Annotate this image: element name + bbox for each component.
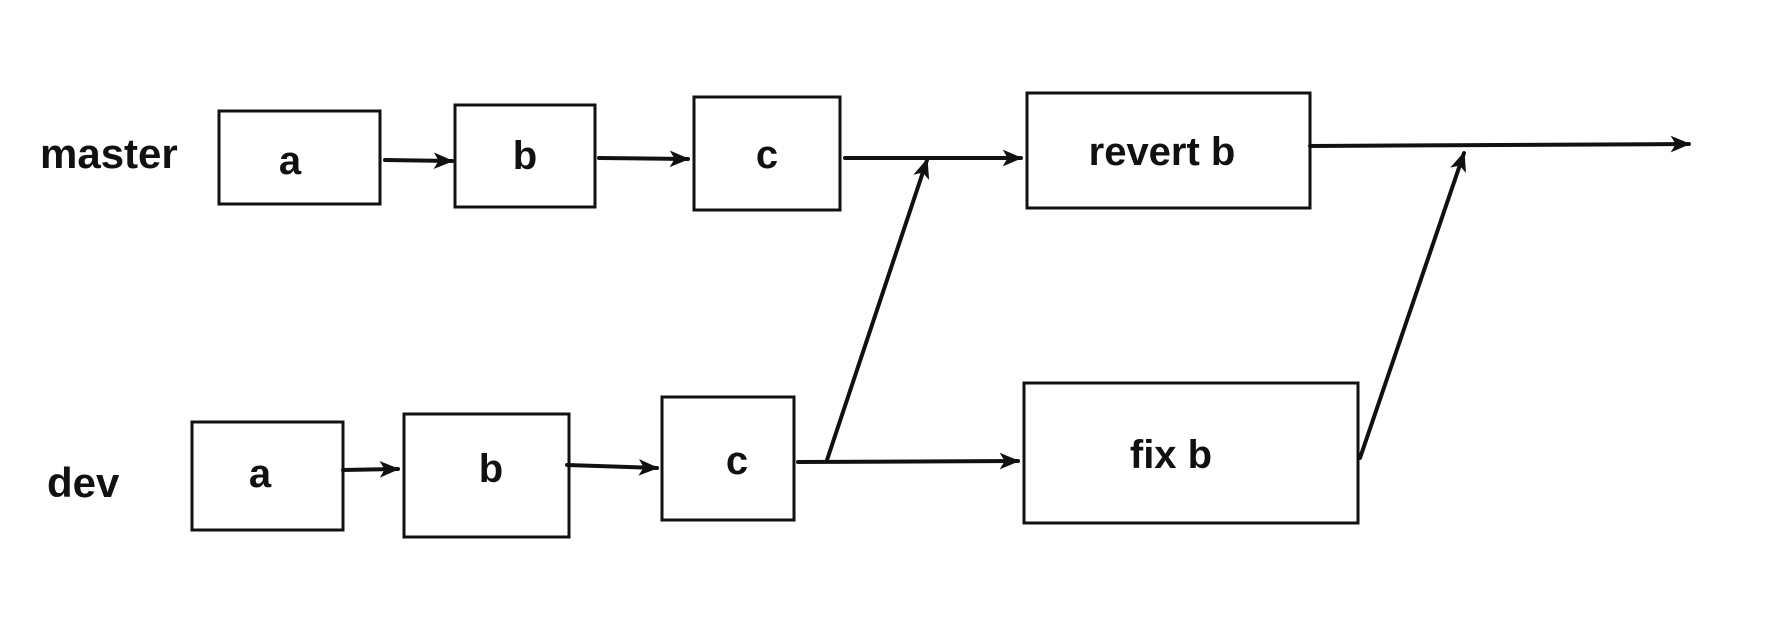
master-commit-c: c: [692, 95, 842, 212]
edge-merge-fix-to-master: [1358, 151, 1466, 460]
master-commit-c-label: c: [756, 133, 778, 177]
dev-commit-fix-b-label: fix b: [1130, 433, 1212, 477]
edge-dev-b-to-c: [565, 459, 659, 476]
edge-dev-a-to-b: [341, 461, 400, 478]
dev-commit-fix-b: fix b: [1022, 381, 1360, 525]
master-commit-revert-b: revert b: [1025, 91, 1312, 210]
master-commit-a-label: a: [279, 139, 302, 183]
master-commit-revert-b-label: revert b: [1089, 130, 1236, 174]
dev-commit-a: a: [190, 420, 345, 532]
dev-commit-a-label: a: [249, 452, 272, 496]
master-commit-a: a: [217, 109, 382, 206]
branch-label-master: master: [40, 130, 178, 177]
branch-label-dev: dev: [47, 459, 120, 506]
edge-master-b-to-c: [597, 150, 690, 168]
dev-commit-b-label: b: [479, 447, 503, 491]
master-commit-b: b: [453, 103, 597, 209]
dev-commit-c-label: c: [726, 439, 748, 483]
edge-dev-c-to-fix: [796, 452, 1020, 470]
edge-master-revert-to-head: [1308, 135, 1691, 153]
edge-master-a-to-b: [383, 152, 454, 170]
edge-merge-dev-c-to-master: [825, 158, 930, 462]
dev-commit-b: b: [402, 412, 571, 539]
dev-commit-c: c: [660, 395, 796, 522]
master-commit-b-label: b: [513, 134, 537, 178]
